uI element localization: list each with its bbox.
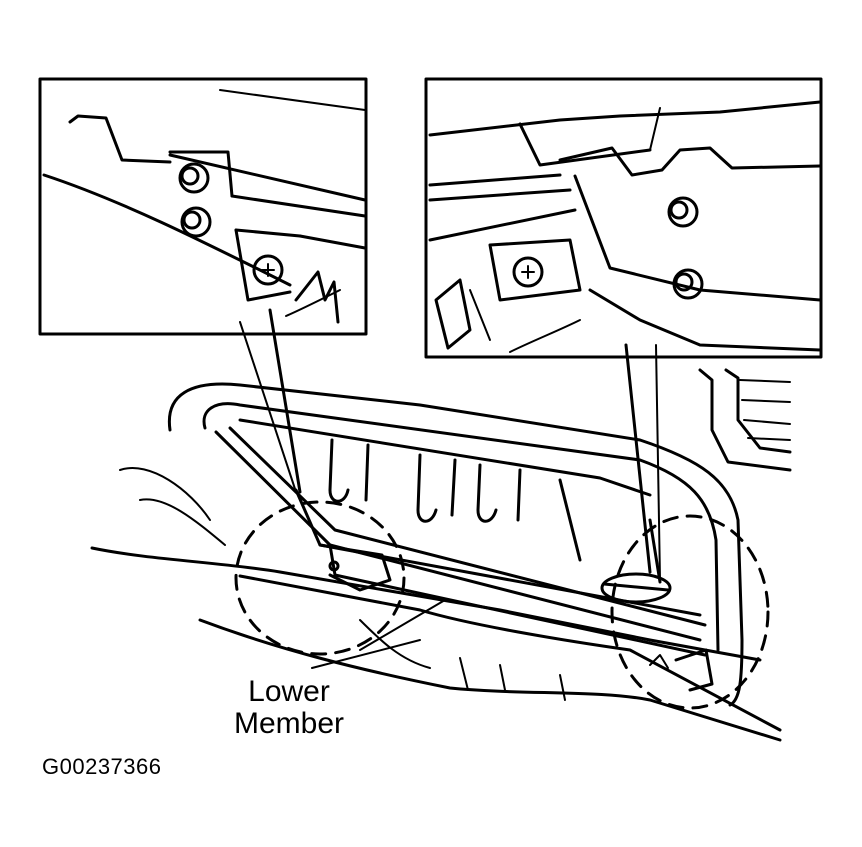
lower-member-label-line1: Lower [248, 675, 330, 708]
lower-member-label-line2: Member [233, 707, 345, 740]
main-assembly-illustration [90, 368, 792, 742]
right-inset-frame [424, 77, 823, 359]
figure-id: G00237366 [42, 754, 162, 779]
left-fastener-circle [234, 500, 406, 656]
right-detail-inset [424, 77, 823, 581]
left-detail-inset [38, 77, 368, 494]
left-inset-frame [38, 77, 368, 336]
fastener-highlight-circles [234, 500, 770, 710]
right-fastener-circle [610, 514, 770, 710]
lower-member-label: Lower Member [214, 676, 364, 740]
